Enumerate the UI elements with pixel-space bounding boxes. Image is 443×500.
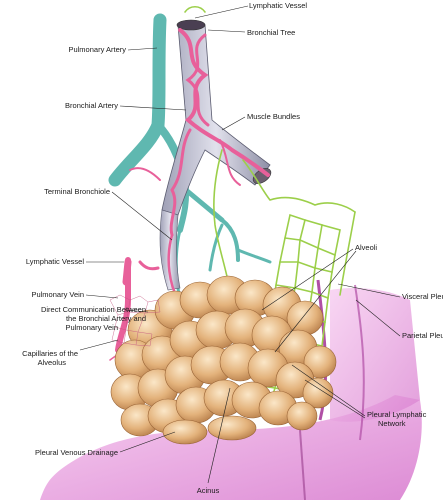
label-muscle-bundles: Muscle Bundles [247,112,300,121]
label-lymphatic-vessel-top: Lymphatic Vessel [249,1,307,10]
pleura-sheet [40,279,422,500]
label-pleural-lymphatic-1: Pleural Lymphatic [367,410,427,419]
label-alveoli: Alveoli [355,243,377,252]
label-direct-communication-2: the Bronchial Artery and [66,314,146,323]
labels: Lymphatic Vessel Bronchial Tree Pulmonar… [22,1,443,495]
label-bronchial-artery: Bronchial Artery [65,101,118,110]
label-direct-communication-1: Direct Communication Between [41,305,146,314]
label-pleural-lymphatic-2: Network [378,419,406,428]
pulmonary-vein [122,258,132,286]
label-capillaries-1: Capillaries of the [22,349,78,358]
alveoli-cluster [110,275,337,445]
label-parietal-pleura: Parietal Pleura [402,331,443,340]
label-pulmonary-vein: Pulmonary Vein [31,290,84,299]
leader-lines [79,5,401,484]
label-pleural-venous-drainage: Pleural Venous Drainage [35,448,118,457]
capillary-mesh [109,294,161,347]
label-terminal-bronchiole: Terminal Bronchiole [44,187,110,196]
label-capillaries-2: Alveolus [38,358,67,367]
label-visceral-pleura: Visceral Pleura [402,292,443,301]
label-direct-communication-3: Pulmonary Vein [65,323,118,332]
label-acinus: Acinus [197,486,220,495]
label-lymphatic-vessel-left: Lymphatic Vessel [26,257,84,266]
label-bronchial-tree: Bronchial Tree [247,28,295,37]
label-pulmonary-artery: Pulmonary Artery [68,45,126,54]
